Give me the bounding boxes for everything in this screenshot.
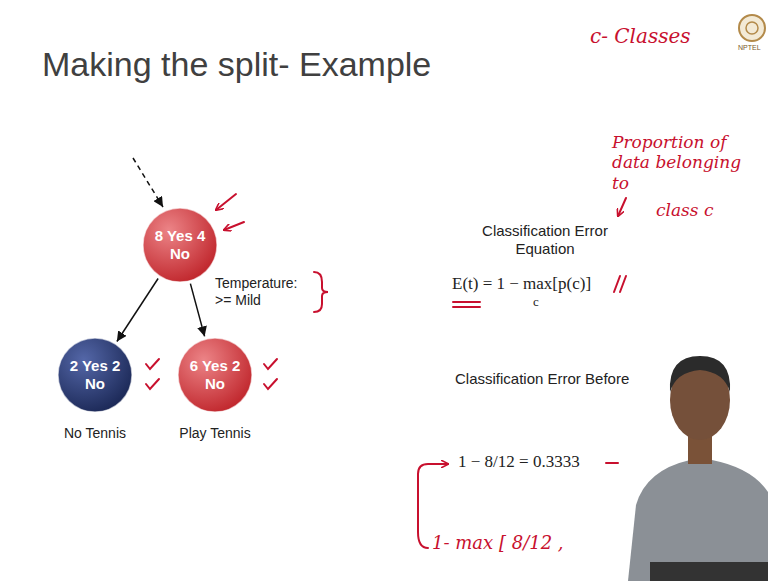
presenter-figure xyxy=(628,356,768,581)
node-circle xyxy=(178,338,252,412)
underline-mark xyxy=(453,302,480,307)
logo-emblem xyxy=(746,22,758,34)
brace-mark xyxy=(314,272,328,312)
node-text: 6 Yes 2 No xyxy=(189,357,241,393)
edge-layer xyxy=(117,278,205,341)
handwritten-note: Proportion of data belonging to xyxy=(612,132,762,193)
node-text: 8 Yes 4 No xyxy=(154,227,206,263)
branch-arrow xyxy=(190,284,204,337)
incoming-arrow xyxy=(133,158,163,207)
equation-heading: Classification Error Equation xyxy=(470,222,620,258)
handwritten-note: 1- max [ 8/12 , xyxy=(432,532,564,554)
class-count: 2 Yes 2 No xyxy=(69,357,121,393)
presenter-hair xyxy=(670,356,730,392)
leaf-node: 6 Yes 2 No xyxy=(177,337,253,413)
root-node: 8 Yes 4 No xyxy=(142,207,218,283)
pointer-mark xyxy=(618,198,626,216)
leaf-node: 2 Yes 2 No xyxy=(57,337,133,413)
logo-emblem xyxy=(739,15,765,41)
slash-mark xyxy=(614,276,626,292)
class-count: 6 Yes 2 No xyxy=(189,357,241,393)
formula-subscript: c xyxy=(533,294,539,310)
pointer-mark xyxy=(216,194,236,210)
tick-mark xyxy=(264,359,277,369)
logo-text: NPTEL xyxy=(738,44,761,52)
leaf-caption: Play Tennis xyxy=(179,425,250,442)
tick-mark xyxy=(146,379,159,389)
handwritten-note: class c xyxy=(656,200,713,220)
node-circle xyxy=(58,338,132,412)
class-count: 8 Yes 4 No xyxy=(154,227,206,263)
handwritten-note: c- Classes xyxy=(590,24,691,48)
node-circle xyxy=(143,208,217,282)
podium xyxy=(650,562,768,581)
dash-mark xyxy=(606,462,618,464)
pointer-mark xyxy=(224,222,244,230)
computation: 1 − 8/12 = 0.3333 xyxy=(458,452,580,472)
branch-arrow xyxy=(117,278,158,341)
tick-mark xyxy=(146,359,159,369)
section-heading: Classification Error Before xyxy=(455,370,629,388)
formula: E(t) = 1 − max[p(c)] xyxy=(452,274,591,294)
split-condition: Temperature: >= Mild xyxy=(215,275,310,309)
tick-mark xyxy=(264,379,277,389)
presenter-shirt xyxy=(628,460,768,581)
leaf-caption: No Tennis xyxy=(64,425,126,442)
slide-title: Making the split- Example xyxy=(42,44,431,85)
node-text: 2 Yes 2 No xyxy=(69,357,121,393)
